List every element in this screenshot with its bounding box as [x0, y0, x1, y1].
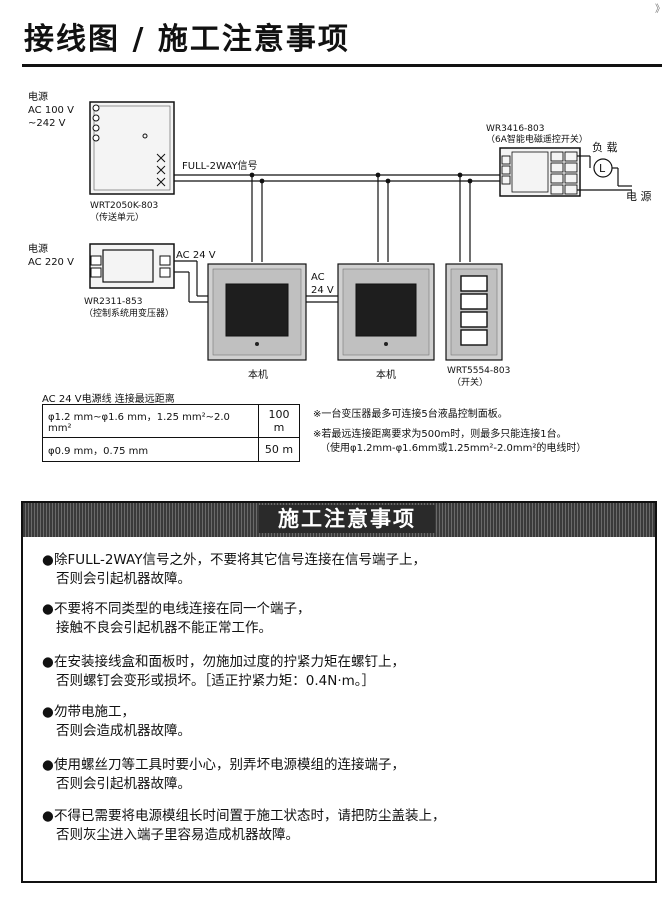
ac24-top-label: AC 24 V — [176, 250, 216, 261]
wire-spec: φ0.9 mm，0.75 mm — [42, 437, 259, 462]
distance-table: φ1.2 mm~φ1.6 mm，1.25 mm²~2.0 mm² 100 m φ… — [42, 404, 300, 462]
power-ac-242: ~242 V — [28, 118, 66, 129]
bullet-icon: ● — [42, 704, 54, 720]
title-rule — [22, 64, 662, 67]
transmitter-unit — [89, 101, 175, 195]
page-title: 接线图 / 施工注意事项 — [24, 22, 350, 57]
cautions-box: 施工注意事项 ●除FULL-2WAY信号之外，不要将其它信号连接在信号端子上， … — [21, 501, 657, 883]
wire-spec: φ1.2 mm~φ1.6 mm，1.25 mm²~2.0 mm² — [42, 404, 259, 438]
bullet-icon: ● — [42, 552, 54, 568]
caution-item: ●不得已需要将电源模组长时间置于施工状态时，请把防尘盖装上， 否则灰尘进入端子里… — [42, 808, 446, 843]
power-ac-220: AC 220 V — [28, 257, 74, 268]
switch-model: WRT5554-803 — [447, 366, 511, 376]
transformer-desc: （控制系统用变压器） — [84, 309, 175, 319]
control-panel-2 — [337, 263, 435, 361]
table-row: φ0.9 mm，0.75 mm 50 m — [42, 437, 300, 462]
transformer-unit — [89, 243, 175, 289]
corner-mark: 》 — [655, 4, 665, 15]
relay-unit — [499, 147, 581, 197]
cautions-title: 施工注意事项 — [259, 505, 435, 533]
caution-item: ●不要将不同类型的电线连接在同一个端子， 接触不良会引起机器不能正常工作。 — [42, 601, 311, 636]
transformer-model: WR2311-853 — [84, 297, 143, 307]
power-ac-100: AC 100 V — [28, 105, 74, 116]
switch-desc: （开关） — [452, 378, 489, 388]
max-distance: 100 m — [258, 404, 300, 438]
bullet-icon: ● — [42, 601, 54, 617]
table-row: φ1.2 mm~φ1.6 mm，1.25 mm²~2.0 mm² 100 m — [42, 404, 300, 438]
load-symbol: L — [599, 162, 606, 175]
bullet-icon: ● — [42, 808, 54, 824]
relay-desc: （6A智能电磁遥控开关） — [486, 135, 588, 145]
v24-label: 24 V — [311, 285, 334, 296]
wiring-diagram — [89, 101, 632, 361]
ac-label: AC — [311, 272, 325, 283]
distance-table-caption: AC 24 V电源线 连接最远距离 — [42, 394, 175, 405]
caution-item: ●除FULL-2WAY信号之外，不要将其它信号连接在信号端子上， 否则会引起机器… — [42, 552, 426, 587]
note-1: ※一台变压器最多可连接5台液晶控制面板。 — [313, 409, 508, 420]
unit1-label: 本机 — [248, 370, 268, 381]
mains-label: 电 源 — [626, 190, 652, 203]
caution-item: ●在安装接线盒和面板时，勿施加过度的拧紧力矩在螺钉上， 否则螺钉会变形或损坏。［… — [42, 654, 405, 689]
power-label-1: 电源 — [28, 92, 48, 103]
max-distance: 50 m — [258, 437, 300, 462]
cautions-header: 施工注意事项 — [23, 503, 655, 537]
signal-label: FULL-2WAY信号 — [182, 161, 258, 172]
unit2-label: 本机 — [376, 370, 396, 381]
relay-model: WR3416-803 — [486, 124, 545, 134]
bullet-icon: ● — [42, 757, 54, 773]
note-2: ※若最远连接距离要求为500m时，则最多只能连接1台。 — [313, 429, 567, 440]
load-wiring — [577, 155, 632, 191]
switch-panel — [445, 263, 503, 361]
caution-item: ●使用螺丝刀等工具时要小心，别弄坏电源模组的连接端子， 否则会引起机器故障。 — [42, 757, 405, 792]
transmitter-model: WRT2050K-803 — [90, 201, 159, 211]
load-label: 负 载 — [592, 141, 618, 154]
caution-item: ●勿带电施工， 否则会造成机器故障。 — [42, 704, 191, 739]
power-label-2: 电源 — [28, 244, 48, 255]
junction-dots — [249, 172, 473, 184]
note-3: （使用φ1.2mm-φ1.6mm或1.25mm²-2.0mm²的电线时） — [320, 443, 587, 454]
signal-bus — [174, 174, 500, 262]
control-panel-1 — [207, 263, 307, 361]
bullet-icon: ● — [42, 654, 54, 670]
transmitter-desc: （传送单元） — [90, 213, 145, 223]
